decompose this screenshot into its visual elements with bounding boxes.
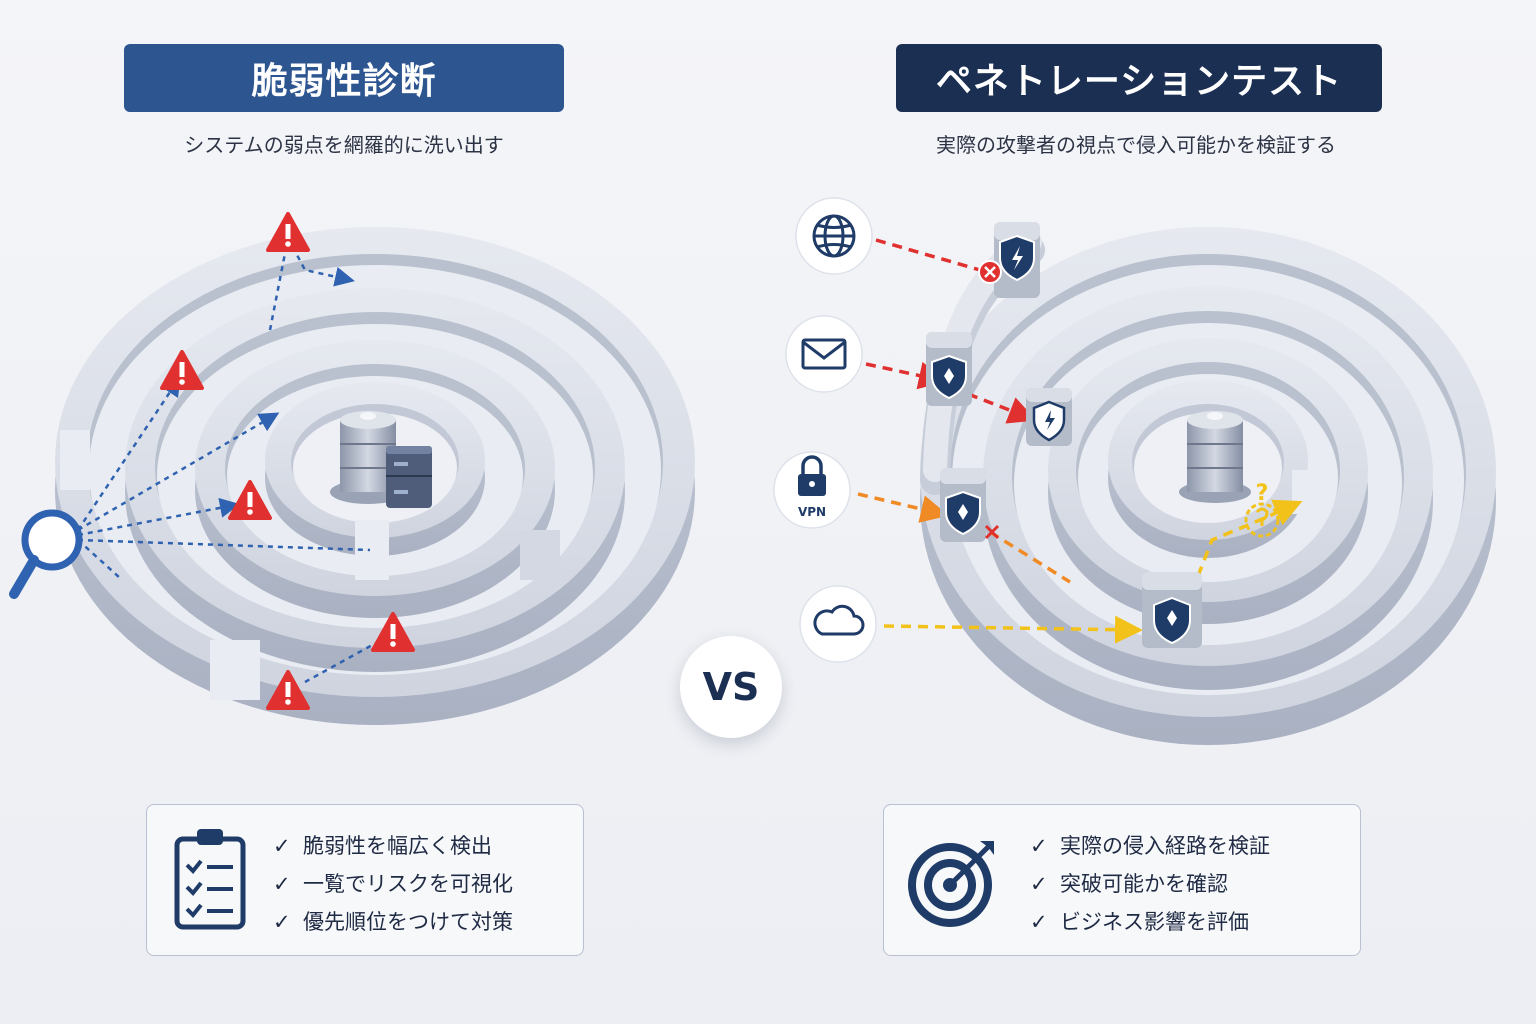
check-icon: ✓	[273, 872, 291, 896]
warning-icon	[228, 480, 272, 520]
clipboard-checklist-icon	[174, 829, 246, 930]
list-item-label: 脆弱性を幅広く検出	[303, 834, 492, 858]
list-item: ✓ 一覧でリスクを可視化	[273, 865, 513, 903]
left-subtitle: システムの弱点を網羅的に洗い出す	[184, 133, 504, 157]
warning-icon	[160, 350, 204, 390]
globe-icon	[812, 214, 856, 258]
left-feature-card: ✓ 脆弱性を幅広く検出 ✓ 一覧でリスクを可視化 ✓ 優先順位をつけて対策	[146, 804, 584, 956]
entry-point-vpn: VPN	[773, 451, 851, 529]
shield-icon	[1026, 388, 1072, 446]
entry-point-mail	[785, 315, 863, 393]
entry-point-cloud	[799, 585, 877, 663]
attack-paths	[857, 238, 1303, 644]
mail-icon	[801, 338, 847, 370]
target-icon	[908, 841, 994, 927]
entry-point-globe	[795, 197, 873, 275]
svg-text:?: ?	[1256, 481, 1269, 506]
list-item-label: 実際の侵入経路を検証	[1060, 834, 1270, 858]
list-item: ✓ 優先順位をつけて対策	[273, 903, 513, 941]
left-feature-list: ✓ 脆弱性を幅広く検出 ✓ 一覧でリスクを可視化 ✓ 優先順位をつけて対策	[273, 827, 513, 941]
list-item-label: 一覧でリスクを可視化	[303, 872, 513, 896]
database-icon	[1179, 411, 1251, 503]
list-item: ✓ 突破可能かを確認	[1030, 865, 1270, 903]
shield-icon	[940, 468, 986, 542]
right-subtitle: 実際の攻撃者の視点で侵入可能かを検証する	[936, 133, 1336, 157]
list-item: ✓ 脆弱性を幅広く検出	[273, 827, 513, 865]
server-icon	[386, 446, 432, 508]
check-icon: ✓	[1030, 872, 1048, 896]
shield-icon	[926, 332, 972, 406]
check-icon: ✓	[1030, 910, 1048, 934]
shield-icon	[1142, 572, 1202, 648]
list-item-label: 突破可能かを確認	[1060, 872, 1228, 896]
check-icon: ✓	[273, 834, 291, 858]
blocked-x-icon	[984, 524, 1000, 540]
warning-icon	[266, 212, 310, 252]
right-feature-card: ✓ 実際の侵入経路を検証 ✓ 突破可能かを確認 ✓ ビジネス影響を評価	[883, 804, 1361, 956]
warning-icon	[371, 612, 415, 652]
list-item: ✓ 実際の侵入経路を検証	[1030, 827, 1270, 865]
warning-icon	[266, 670, 310, 710]
left-title: 脆弱性診断	[124, 44, 564, 112]
list-item-label: ビジネス影響を評価	[1060, 910, 1249, 934]
right-title: ペネトレーションテスト	[896, 44, 1382, 112]
check-icon: ✓	[273, 910, 291, 934]
vs-badge: VS	[680, 636, 782, 738]
list-item-label: 優先順位をつけて対策	[303, 910, 513, 934]
shield-icon	[994, 222, 1040, 298]
list-item: ✓ ビジネス影響を評価	[1030, 903, 1270, 941]
cloud-icon	[813, 604, 865, 636]
lock-icon	[798, 455, 826, 496]
blocked-x-icon	[978, 260, 1002, 284]
magnifier-icon	[9, 509, 83, 599]
right-feature-list: ✓ 実際の侵入経路を検証 ✓ 突破可能かを確認 ✓ ビジネス影響を評価	[1030, 827, 1270, 941]
question-icon: ?	[1244, 481, 1280, 538]
check-icon: ✓	[1030, 834, 1048, 858]
vpn-label: VPN	[798, 505, 826, 519]
